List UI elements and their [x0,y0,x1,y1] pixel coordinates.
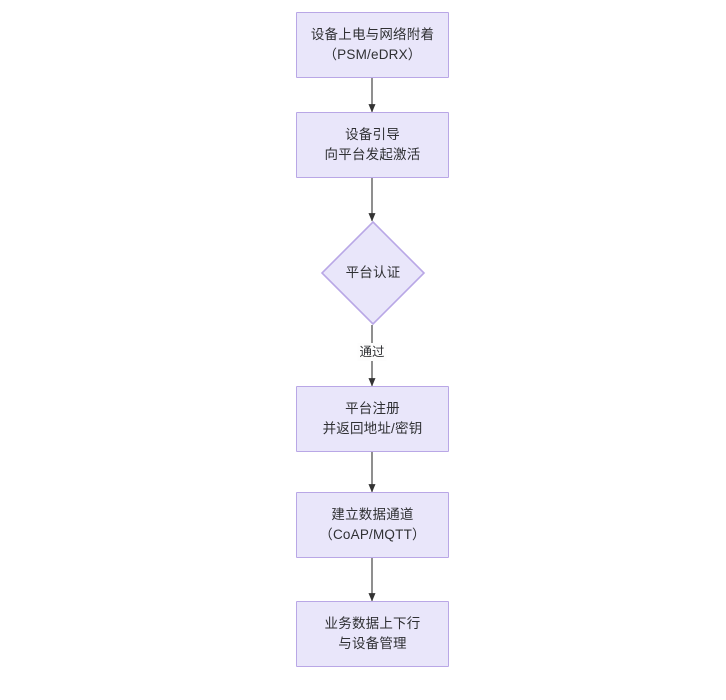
node-label: 设备引导 向平台发起激活 [324,127,421,162]
process-node-n6[interactable]: 业务数据上下行 与设备管理 [296,601,449,667]
process-node-n4[interactable]: 平台注册 并返回地址/密钥 [296,386,449,452]
node-label: 平台认证 [345,265,401,280]
node-label: 业务数据上下行 与设备管理 [324,616,421,651]
node-label: 设备上电与网络附着 （PSM/eDRX） [310,27,435,62]
process-node-n1[interactable]: 设备上电与网络附着 （PSM/eDRX） [296,12,449,78]
diamond-shape [320,220,426,326]
node-label: 建立数据通道 （CoAP/MQTT） [319,507,426,542]
process-node-n5[interactable]: 建立数据通道 （CoAP/MQTT） [296,492,449,558]
process-node-n2[interactable]: 设备引导 向平台发起激活 [296,112,449,178]
decision-node-n3[interactable]: 平台认证 [320,220,426,326]
node-label: 平台注册 并返回地址/密钥 [322,401,423,436]
edge-label-e3: 通过 [357,343,387,361]
